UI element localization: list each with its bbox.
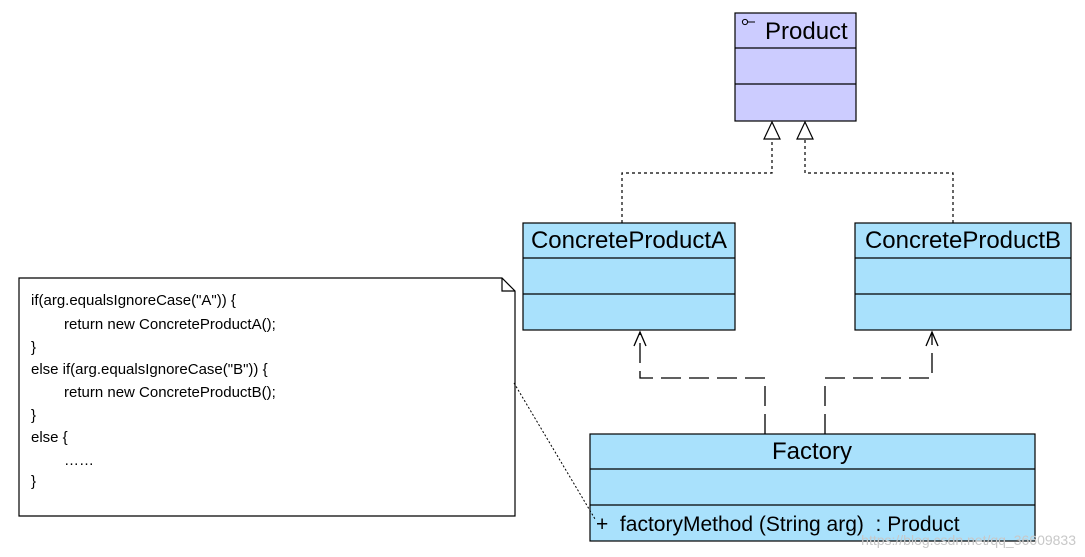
note-line-8: …… — [64, 452, 94, 469]
code-note[interactable]: if(arg.equalsIgnoreCase("A")) { return n… — [18, 277, 516, 517]
class-product-name: Product — [765, 18, 848, 45]
class-factory[interactable]: Factory + factoryMethod (String arg) : P… — [589, 433, 1036, 542]
class-factory-name: Factory — [772, 438, 852, 465]
dependency-factory-to-b — [824, 330, 939, 434]
realization-arrowhead-a — [763, 120, 781, 140]
realization-arrowhead-b — [796, 120, 814, 140]
factory-method-operation: + factoryMethod (String arg) : Product — [596, 513, 960, 536]
class-concrete-product-a[interactable]: ConcreteProductA — [522, 222, 736, 331]
class-product-box — [734, 12, 857, 122]
dependency-factory-to-a — [633, 330, 766, 434]
interface-icon — [741, 18, 755, 26]
dependency-arrowhead-b — [925, 330, 939, 347]
note-line-2: return new ConcreteProductA(); — [64, 316, 276, 333]
note-anchor-line — [513, 382, 596, 520]
note-line-6: } — [31, 407, 36, 424]
class-concrete-product-b-box — [854, 222, 1072, 331]
note-body — [18, 277, 516, 517]
watermark-text: https://blog.csdn.net/qq_36609833 — [861, 532, 1076, 548]
note-line-7: else { — [31, 429, 68, 446]
class-concrete-product-a-box — [522, 222, 736, 331]
note-line-9: } — [31, 473, 36, 490]
dependency-arrowhead-a — [633, 330, 647, 347]
note-line-1: if(arg.equalsIgnoreCase("A")) { — [31, 292, 236, 309]
note-line-3: } — [31, 339, 36, 356]
class-product[interactable]: Product — [734, 12, 857, 122]
realization-b-to-product — [796, 120, 954, 223]
note-line-4: else if(arg.equalsIgnoreCase("B")) { — [31, 361, 268, 378]
note-line-5: return new ConcreteProductB(); — [64, 384, 276, 401]
class-factory-box — [589, 433, 1036, 542]
class-concrete-product-a-name: ConcreteProductA — [531, 227, 727, 254]
note-fold-corner — [501, 278, 515, 292]
class-concrete-product-b[interactable]: ConcreteProductB — [854, 222, 1072, 331]
class-concrete-product-b-name: ConcreteProductB — [865, 227, 1061, 254]
realization-a-to-product — [621, 120, 781, 223]
